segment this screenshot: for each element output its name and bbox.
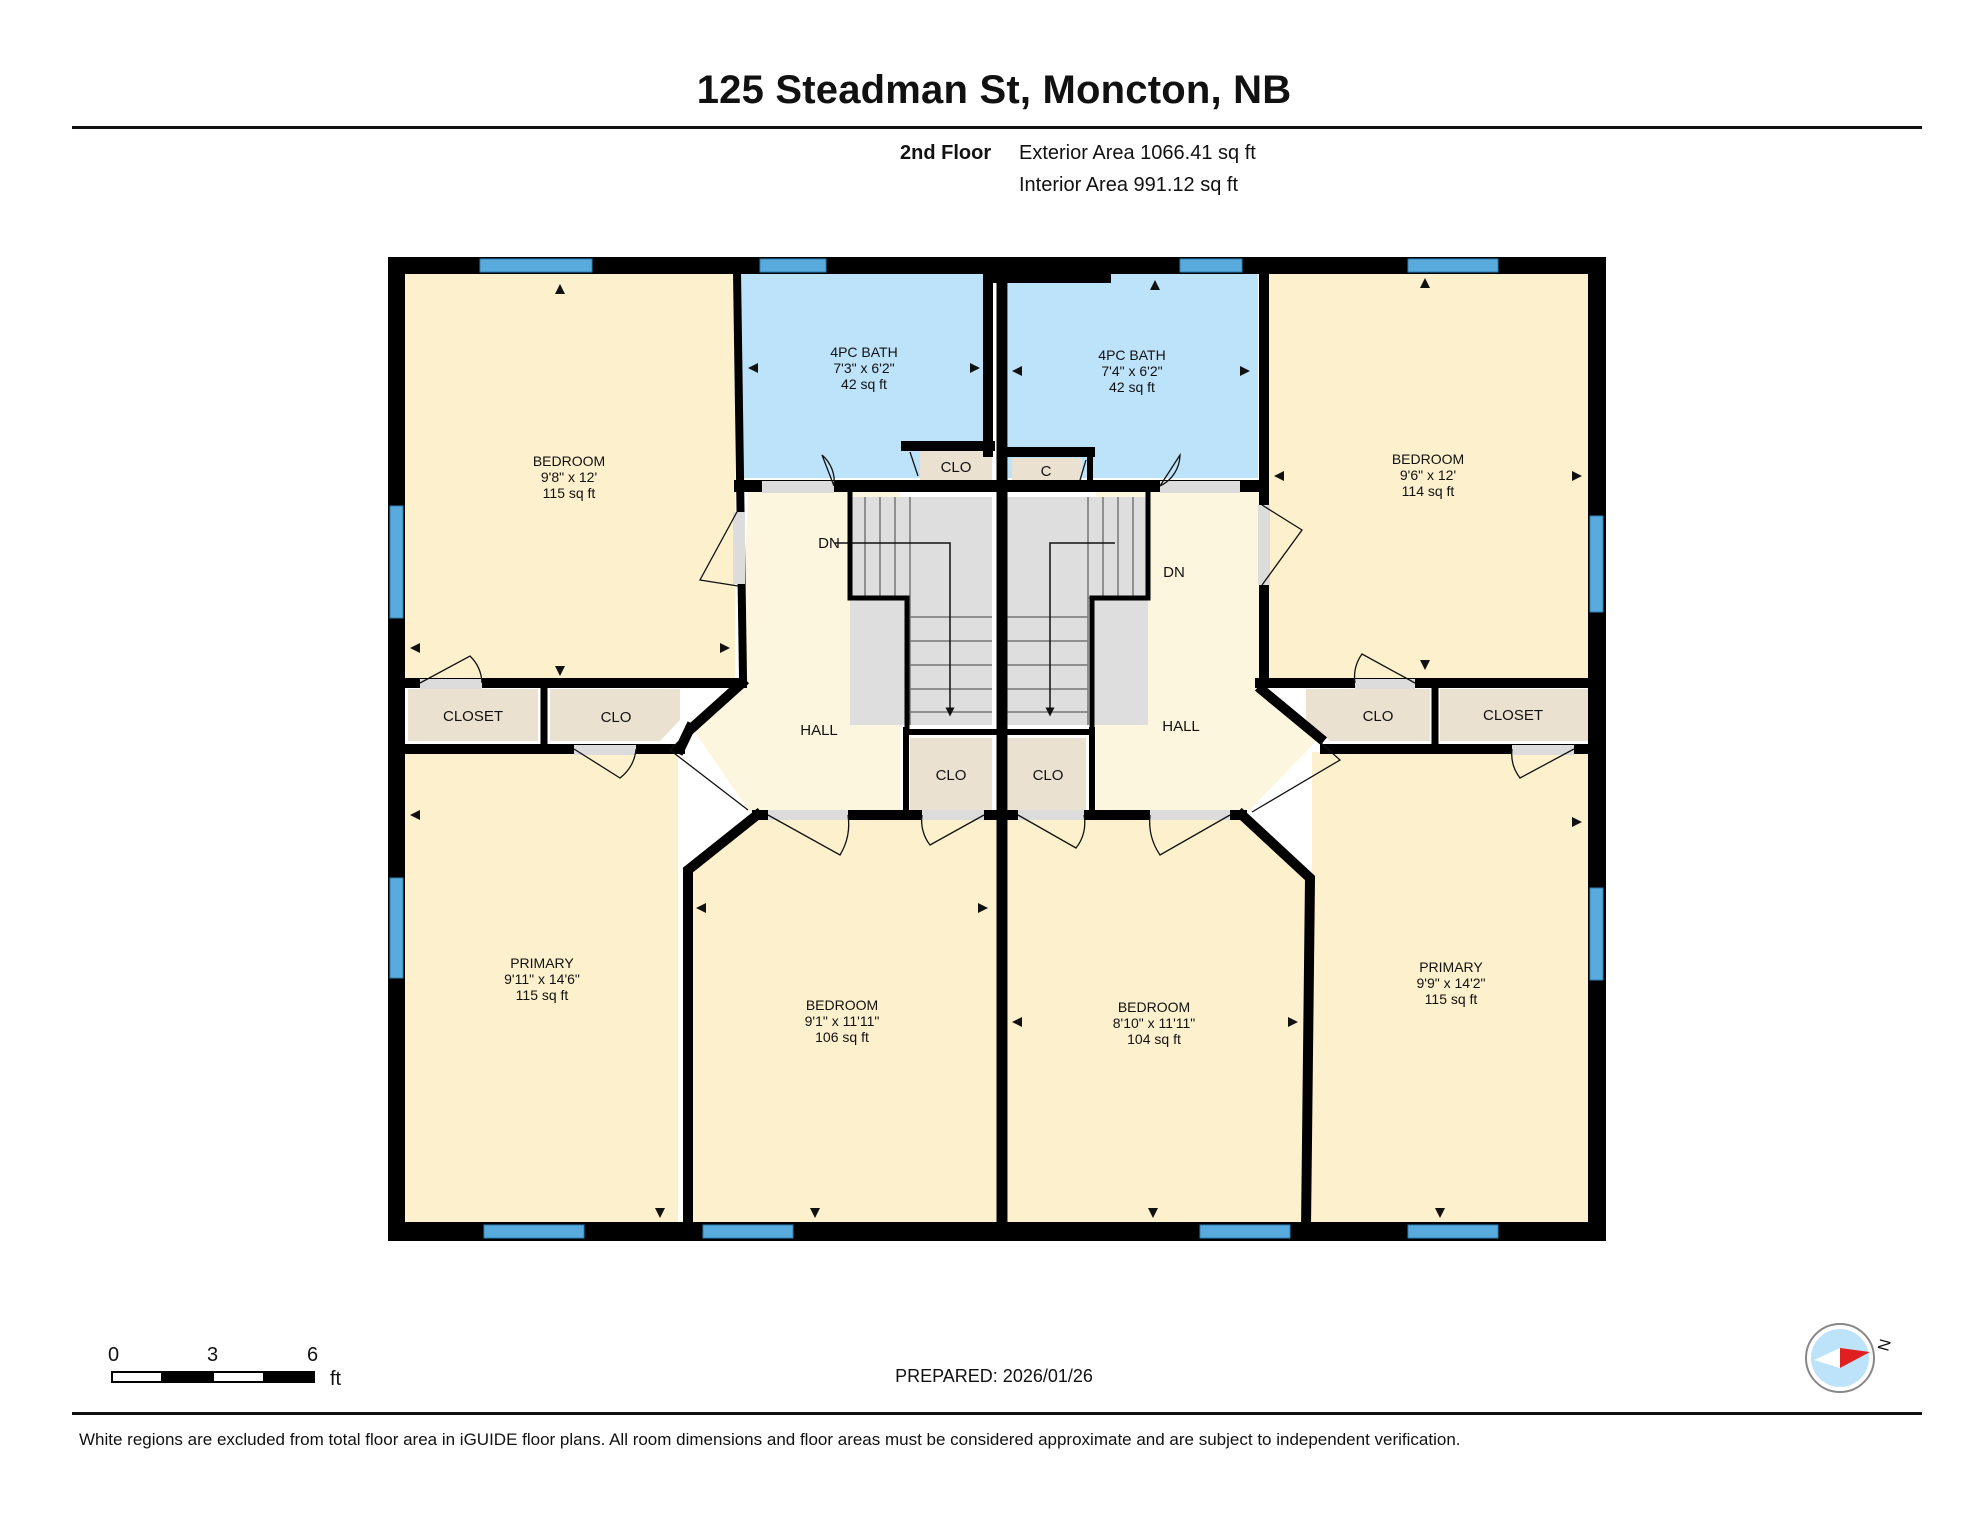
hall-e-label: HALL	[1162, 718, 1200, 735]
primary-w-dims: 9'11" x 14'6"	[504, 971, 580, 987]
clo-center-e-label: CLO	[1033, 767, 1064, 784]
closet-e-fill	[1440, 689, 1590, 741]
stair-e-fill	[1006, 497, 1148, 725]
clo-center-w-label: CLO	[936, 767, 967, 784]
bath-e-name: 4PC BATH	[1098, 347, 1165, 363]
bath-e-fill	[1008, 272, 1258, 478]
doors	[419, 451, 1575, 856]
bedroom-ne-name: BEDROOM	[1392, 451, 1464, 467]
dn-w-label: DN	[818, 535, 840, 552]
stair-w-fill	[850, 497, 992, 725]
clo-w-upper-fill	[550, 689, 680, 741]
page-title: 125 Steadman St, Moncton, NB	[696, 68, 1292, 112]
closet-e-label: CLOSET	[1483, 707, 1543, 724]
bedroom-se-area: 104 sq ft	[1127, 1031, 1181, 1047]
clo-bath-w-label: CLO	[941, 459, 972, 476]
exterior-area: Exterior Area 1066.41 sq ft	[1019, 142, 1256, 164]
bath-w-dims: 7'3" x 6'2"	[833, 360, 894, 376]
compass-icon	[1805, 1323, 1875, 1393]
primary-e-name: PRIMARY	[1419, 959, 1483, 975]
clo-e-upper-label: CLO	[1363, 708, 1394, 725]
clo-w-upper-label: CLO	[601, 709, 632, 726]
stair-w-path	[835, 542, 955, 717]
stair-e-path	[1045, 542, 1115, 717]
primary-w-area: 115 sq ft	[516, 987, 569, 1003]
clo-center-w-fill	[910, 738, 992, 812]
interior-area: Interior Area 991.12 sq ft	[1019, 174, 1239, 196]
dn-e-label: DN	[1163, 564, 1185, 581]
bedroom-sw-area: 106 sq ft	[815, 1029, 869, 1045]
clo-e-upper-fill	[1306, 689, 1430, 741]
bedroom-ne-dims: 9'6" x 12'	[1400, 467, 1456, 483]
clo-center-e-fill	[1008, 738, 1086, 812]
bedroom-sw-fill	[690, 818, 1000, 1222]
bedroom-ne-area: 114 sq ft	[1402, 483, 1455, 499]
c-bath-e-fill	[1012, 458, 1082, 484]
disclaimer-text: White regions are excluded from total fl…	[79, 1430, 1461, 1449]
bedroom-se-dims: 8'10" x 11'11"	[1113, 1015, 1196, 1031]
floor-label: 2nd Floor	[900, 142, 992, 164]
bedroom-sw-dims: 9'1" x 11'11"	[805, 1013, 880, 1029]
prepared-date: PREPARED: 2026/01/26	[895, 1366, 1093, 1386]
scale-tick-0: 0	[108, 1344, 120, 1366]
bath-w-name: 4PC BATH	[830, 344, 897, 360]
hall-e-fill	[1096, 492, 1322, 812]
compass-n-label: N	[1875, 1337, 1894, 1353]
bedroom-nw-name: BEDROOM	[533, 453, 605, 469]
bedroom-ne-fill	[1268, 272, 1590, 678]
bedroom-sw-name: BEDROOM	[806, 997, 878, 1013]
bedroom-se-fill	[1008, 818, 1308, 1222]
scale-tick-3: 3	[207, 1344, 219, 1366]
closet-w-fill	[408, 689, 538, 741]
primary-e-dims: 9'9" x 14'2"	[1417, 975, 1486, 991]
scale-tick-6: 6	[307, 1344, 319, 1366]
scale-unit: ft	[330, 1368, 342, 1390]
clo-bath-w-fill	[920, 450, 992, 482]
primary-w-fill	[403, 752, 678, 1222]
header-rule	[72, 126, 1922, 129]
bedroom-se-name: BEDROOM	[1118, 999, 1190, 1015]
footer-rule	[72, 1412, 1922, 1415]
c-bath-e-label: C	[1041, 463, 1052, 480]
dimension-arrows	[410, 278, 1582, 1218]
bath-e-area: 42 sq ft	[1109, 379, 1155, 395]
primary-w-name: PRIMARY	[510, 955, 574, 971]
closet-w-label: CLOSET	[443, 708, 503, 725]
scale-bar	[111, 1371, 315, 1383]
primary-e-area: 115 sq ft	[1425, 991, 1478, 1007]
bedroom-nw-fill	[403, 272, 735, 678]
primary-e-fill	[1312, 752, 1590, 1222]
bedroom-nw-dims: 9'8" x 12'	[541, 469, 597, 485]
bath-e-dims: 7'4" x 6'2"	[1101, 363, 1162, 379]
windows	[389, 258, 1604, 1239]
bath-w-area: 42 sq ft	[841, 376, 887, 392]
bedroom-nw-area: 115 sq ft	[543, 485, 596, 501]
hall-w-label: HALL	[800, 722, 838, 739]
